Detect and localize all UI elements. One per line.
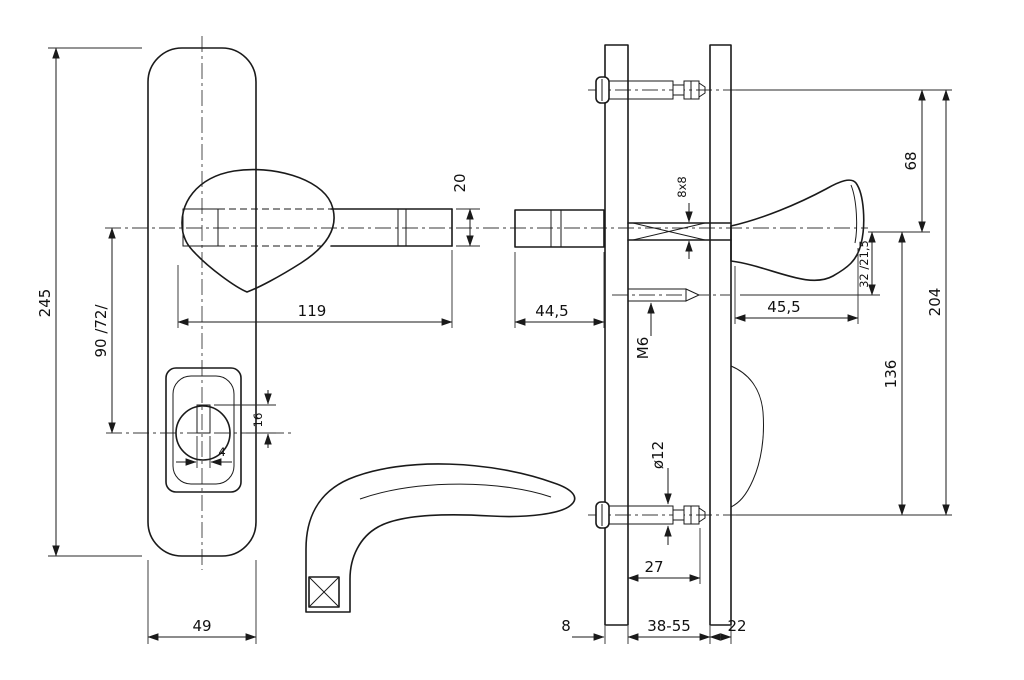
dim-spindle-dia-label: 20	[451, 173, 469, 192]
dim-cylinder-slot-width-label: 4	[218, 445, 225, 459]
front-view-plate	[147, 47, 453, 557]
cylinder-detail	[165, 367, 242, 493]
dim-plate-height-label: 245	[36, 289, 54, 318]
dim-plate-thickness-label: 8	[561, 617, 571, 635]
bottom-screw	[595, 501, 706, 529]
side-view	[595, 44, 865, 626]
dim-centres-label: 90 /72/	[92, 304, 110, 358]
dim-screw-centres-label: 204	[926, 288, 944, 317]
knob-front-outline	[181, 168, 335, 293]
dim-handle-projection-label: 45,5	[767, 298, 800, 316]
outer-plate-side	[709, 44, 732, 626]
m6-screw	[627, 288, 701, 302]
dim-cylinder-hole-height-label: 16	[251, 413, 265, 428]
centerlines	[105, 36, 868, 570]
dim-sleeve-dia-label: ø12	[649, 441, 667, 469]
dim-thread-label: M6	[634, 337, 652, 360]
spindle-socket-front	[182, 208, 219, 247]
lever-base-bump	[730, 365, 764, 508]
dim-outer-thickness-label: 22	[727, 617, 746, 635]
square-spindle-section	[627, 222, 732, 241]
dim-screw-to-axis-label: 68	[902, 151, 920, 170]
dim-spindle-length-label: 119	[298, 302, 327, 320]
spindle-front	[330, 208, 453, 247]
half-spindle-view	[514, 209, 605, 248]
top-screw	[595, 76, 706, 104]
extension-lines	[48, 47, 952, 644]
dim-square-section-label: 8x8	[675, 176, 689, 197]
dimensions: 245 90 /72/ 119 20 49 16 4 44,5 8x8 M6 4…	[36, 47, 950, 641]
inner-plate-side	[604, 44, 629, 626]
lever-square-hole	[308, 576, 340, 608]
knob-side-outline	[730, 179, 865, 282]
dim-plate-width-label: 49	[192, 617, 211, 635]
dim-axis-to-screw-label: 136	[882, 360, 900, 389]
lever-handle-view	[305, 463, 576, 613]
knob-rim-line	[850, 184, 858, 244]
dim-door-range-label: 38-55	[647, 617, 691, 635]
dim-sleeve-length-label: 27	[644, 558, 663, 576]
dim-axis-offsets-label: 32 /21,5	[857, 240, 871, 288]
dim-half-spindle-length-label: 44,5	[535, 302, 568, 320]
